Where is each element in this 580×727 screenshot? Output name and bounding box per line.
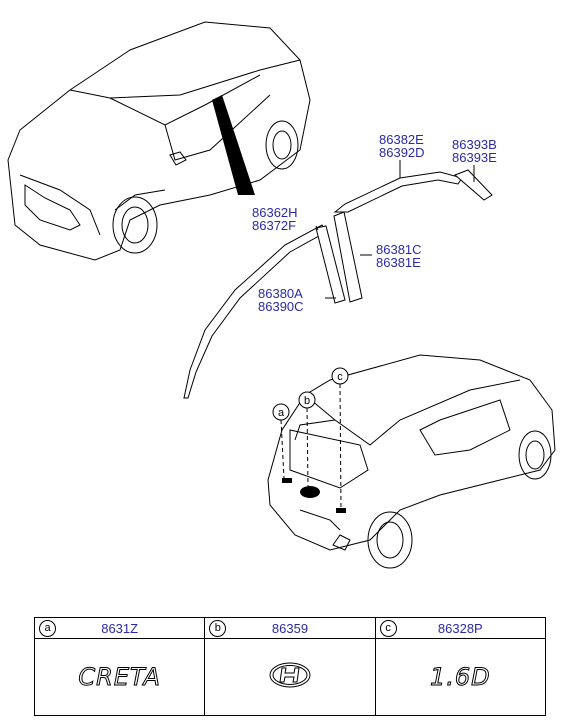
legend-letter-a: a [39,620,56,637]
rear-badge-emblem [336,508,346,513]
creta-emblem: CRETA [78,663,161,692]
creta-emblem-cell: CRETA [33,638,206,716]
label-86381E: 86381E [376,255,421,270]
legend-head-b: b 86359 [204,617,376,639]
callout-circle-a [272,403,290,421]
callout-c: c [337,371,343,383]
label-86393B: 86393B [452,137,497,152]
callout-b: b [304,395,310,407]
legend-code-a: 8631Z [101,621,139,636]
rear-creta-emblem [282,478,292,483]
legend-head-a: a 8631Z [33,617,206,639]
parts-diagram: a b c [7,21,556,569]
pillar-piece-c [333,211,363,303]
upper-moulding [333,171,463,213]
rear-logo-emblem [300,486,320,498]
label-86382E: 86382E [379,132,424,147]
legend-letter-b: b [209,620,227,637]
legend-code-b: 86359 [271,621,309,636]
callout-circle-c [331,367,349,385]
hyundai-logo-emblem [269,662,311,687]
engine-badge: 1.6D [430,663,491,692]
pillar-piece-a [315,225,346,304]
callout-leaders [280,383,342,509]
rear-moulding [454,169,493,201]
callout-circle-b [298,391,316,409]
label-86362H: 86362H [252,205,298,220]
hyundai-logo-cell [204,638,376,716]
leader-lines [315,160,475,299]
legend-code-c: 86328P [437,621,483,636]
label-86393E: 86393E [452,150,497,165]
emblem-legend-table: a 8631Z b 86359 c 86328P CRETA 1.6D [33,617,547,716]
legend-head-c: c 86328P [374,617,547,639]
callout-a: a [278,407,285,419]
label-86380A: 86380A [258,286,303,301]
label-86381C: 86381C [376,242,422,257]
label-86392D: 86392D [379,145,425,160]
lower-moulding [183,224,327,399]
label-86390C: 86390C [258,299,304,314]
engine-badge-cell: 1.6D [374,638,547,716]
suv-rear-view [267,354,556,569]
pillar-highlight [212,95,255,195]
legend-letter-c: c [379,620,397,637]
suv-front-view [7,21,311,261]
label-86372F: 86372F [252,218,297,233]
